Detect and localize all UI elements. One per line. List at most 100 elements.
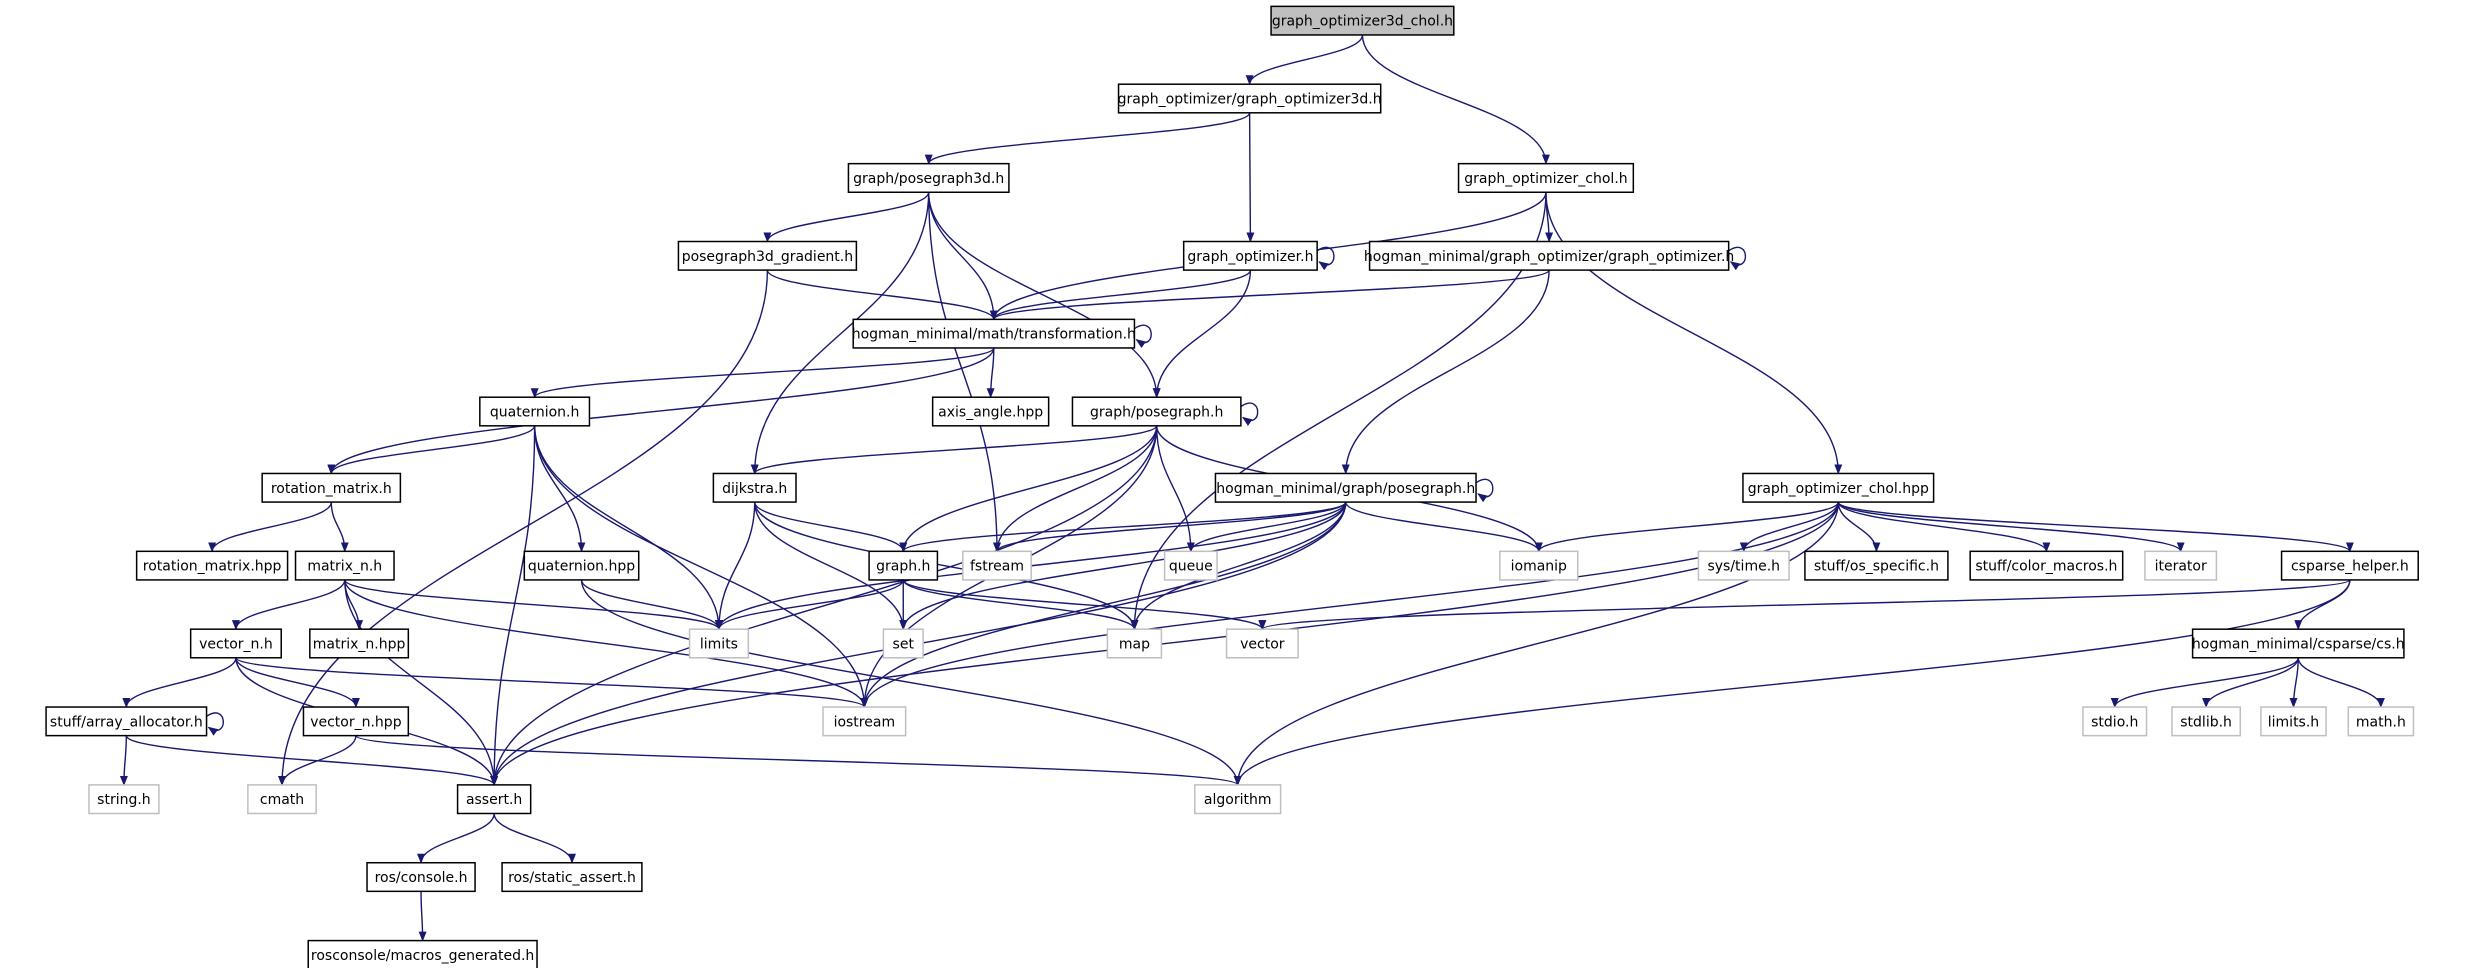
edge-pgh-to-pgh: [1240, 402, 1259, 426]
node-iostream: iostream: [822, 706, 907, 737]
node-box: [2171, 706, 2242, 737]
node-box: [1194, 784, 1282, 815]
node-vector: vector: [1225, 628, 1299, 659]
node-box: [366, 861, 476, 893]
node-box: [1225, 628, 1299, 659]
node-gochol[interactable]: graph_optimizer_chol.h: [1457, 162, 1635, 193]
node-box: [2347, 706, 2415, 737]
node-pg3d[interactable]: graph/posegraph3d.h: [847, 162, 1010, 193]
node-set: set: [882, 628, 924, 659]
edge-matn-to-assert: [344, 579, 499, 786]
edge-vecn-to-vecnhpp: [235, 657, 360, 709]
node-box: [247, 784, 317, 815]
node-quathpp[interactable]: quaternion.hpp: [523, 550, 640, 581]
edge-quat-to-iostream: [533, 425, 869, 709]
node-box: [1182, 240, 1318, 271]
node-arralloc[interactable]: stuff/array_allocator.h: [45, 706, 208, 737]
node-quat[interactable]: quaternion.h: [479, 396, 591, 427]
node-box: [1742, 472, 1935, 503]
node-label: vector_n.hpp: [310, 714, 401, 730]
edge-arralloc-to-stringh: [119, 735, 128, 786]
edge-pgh-to-fstream: [993, 425, 1158, 553]
node-osspec[interactable]: stuff/os_specific.h: [1804, 550, 1949, 581]
node-vecnhpp[interactable]: vector_n.hpp: [302, 706, 410, 737]
node-label: vector: [1240, 636, 1285, 652]
node-label: stuff/array_allocator.h: [50, 714, 203, 730]
node-rotm[interactable]: rotation_matrix.h: [261, 472, 402, 503]
node-graphh[interactable]: graph.h: [868, 550, 939, 581]
node-cmath: cmath: [247, 784, 317, 815]
edge-rotm-to-rotmhpp: [208, 501, 332, 553]
node-hm-go[interactable]: hogman_minimal/graph_optimizer/graph_opt…: [1364, 240, 1734, 271]
node-label: graph/posegraph3d.h: [853, 171, 1004, 187]
node-box: [2191, 628, 2405, 659]
edge-arralloc-to-assert: [125, 734, 498, 786]
edge-gochpp-to-osspec: [1837, 502, 1881, 553]
node-limits: limits: [688, 628, 750, 659]
node-matnhpp[interactable]: matrix_n.hpp: [309, 628, 410, 659]
node-box: [1499, 550, 1579, 581]
node-stdio: stdio.h: [2082, 706, 2148, 737]
node-label: hogman_minimal/graph_optimizer/graph_opt…: [1364, 249, 1734, 265]
node-root[interactable]: graph_optimizer3d_chol.h: [1270, 5, 1455, 36]
node-box: [307, 939, 538, 968]
node-transf[interactable]: hogman_minimal/math/transformation.h: [852, 318, 1136, 349]
edge-transf-to-quat: [530, 347, 995, 399]
node-map: map: [1106, 628, 1163, 659]
node-dijk[interactable]: dijkstra.h: [712, 472, 797, 503]
edge-hm_go-to-hm_pg: [1341, 270, 1550, 475]
node-rosmac[interactable]: rosconsole/macros_generated.h: [307, 939, 538, 968]
node-label: limits.h: [2268, 714, 2319, 730]
node-label: iostream: [834, 714, 896, 730]
node-gochpp[interactable]: graph_optimizer_chol.hpp: [1742, 472, 1935, 503]
node-label: stuff/color_macros.h: [1975, 559, 2117, 575]
edge-pg3d-to-dijk: [750, 192, 930, 475]
node-vecn[interactable]: vector_n.h: [189, 628, 282, 659]
edge-pg3d-to-pgh: [927, 192, 1161, 399]
edge-vecnhpp-to-algorithm: [355, 734, 1242, 786]
node-box: [1368, 240, 1730, 271]
node-assert[interactable]: assert.h: [456, 784, 532, 815]
node-go3d[interactable]: graph_optimizer/graph_optimizer3d.h: [1118, 83, 1382, 114]
edge-assert-to-roscons: [417, 813, 495, 864]
edge-gochol-to-gochpp: [1545, 192, 1843, 475]
node-goh[interactable]: graph_optimizer.h: [1182, 240, 1318, 271]
node-rotmhpp[interactable]: rotation_matrix.hpp: [135, 550, 289, 581]
edge-gochpp-to-iomanip: [1534, 501, 1839, 553]
node-label: graph_optimizer/graph_optimizer3d.h: [1118, 92, 1382, 108]
node-roscons[interactable]: ros/console.h: [366, 861, 476, 893]
node-iterator: iterator: [2144, 550, 2218, 581]
node-rosstat[interactable]: ros/static_assert.h: [501, 861, 643, 893]
node-csh[interactable]: hogman_minimal/csparse/cs.h: [2191, 628, 2405, 659]
node-colmac[interactable]: stuff/color_macros.h: [1969, 550, 2124, 581]
node-box: [479, 396, 591, 427]
node-label: map: [1119, 636, 1150, 652]
edge-pg3dgrad-to-transf: [766, 269, 998, 321]
edge-gochpp-to-iterator: [1837, 501, 2185, 553]
edge-matn-to-iostream: [344, 579, 869, 709]
edge-vecnhpp-to-cmath: [278, 735, 357, 786]
edge-hm_pg-to-set: [899, 502, 1347, 631]
node-axis[interactable]: axis_angle.hpp: [931, 396, 1050, 427]
edge-go3d-to-goh: [1246, 112, 1255, 243]
node-pg3dgrad[interactable]: posegraph3d_gradient.h: [677, 240, 858, 271]
node-hm-pg[interactable]: hogman_minimal/graph/posegraph.h: [1214, 472, 1477, 503]
node-box: [309, 628, 410, 659]
node-box: [847, 162, 1010, 193]
edge-transf-to-axis: [986, 347, 995, 399]
node-label: rosconsole/macros_generated.h: [311, 948, 534, 964]
node-cshelp[interactable]: csparse_helper.h: [2280, 550, 2419, 581]
node-box: [501, 861, 643, 893]
node-box: [45, 706, 208, 737]
node-matn[interactable]: matrix_n.h: [294, 550, 395, 581]
edge-pg3d-to-pg3dgrad: [763, 192, 930, 243]
node-box: [1804, 550, 1949, 581]
node-label: stuff/os_specific.h: [1814, 559, 1939, 575]
node-label: dijkstra.h: [722, 481, 787, 497]
edge-csh-to-limitsh: [2289, 657, 2299, 709]
edge-dijk-to-map: [753, 502, 1139, 631]
node-label: hogman_minimal/csparse/cs.h: [2192, 636, 2405, 652]
edge-cshelp-to-vector: [1258, 579, 2351, 631]
node-pgh[interactable]: graph/posegraph.h: [1071, 396, 1242, 427]
